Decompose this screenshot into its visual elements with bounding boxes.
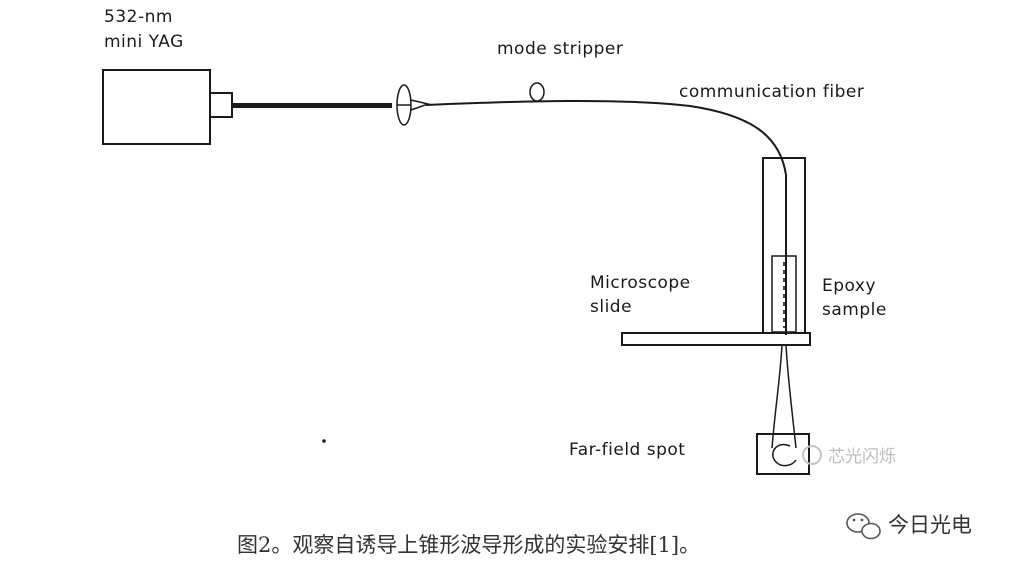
stray-dot: [322, 439, 326, 443]
far-field-screen: [756, 433, 810, 475]
lens-focus-cone: [410, 99, 431, 111]
laser-output-port: [209, 92, 233, 118]
label-epoxy-line1: Epoxy: [822, 276, 876, 296]
label-far-field: Far-field spot: [569, 440, 685, 460]
label-microscope-line1: Microscope: [590, 273, 691, 293]
laser-beam: [232, 103, 392, 108]
label-epoxy-line2: sample: [822, 300, 887, 320]
far-field-spot-mark: [772, 443, 797, 467]
label-mode-stripper: mode stripper: [497, 39, 623, 59]
figure-caption: 图2。观察自诱导上锥形波导形成的实验安排[1]。: [237, 533, 700, 557]
fiber-holder: [762, 157, 806, 334]
laser-box: [102, 69, 211, 145]
microscope-slide: [621, 332, 811, 346]
watermark-logo-icon: [802, 445, 822, 465]
wechat-icon: [846, 513, 881, 540]
watermark-image-text: 芯光闪烁: [828, 447, 896, 467]
label-microscope-line2: slide: [590, 297, 632, 317]
output-beam-left: [771, 344, 783, 449]
brand-watermark-text: 今日光电: [888, 513, 972, 537]
label-laser-line1: 532-nm: [104, 7, 173, 27]
communication-fiber-line: [425, 99, 787, 335]
watermark-image-mark: 芯光闪烁: [802, 445, 896, 467]
label-laser-line2: mini YAG: [104, 32, 184, 52]
mode-stripper-loop: [529, 82, 545, 102]
label-communication-fiber: communication fiber: [679, 82, 864, 102]
brand-watermark: 今日光电: [846, 513, 972, 540]
output-beam-right: [785, 344, 797, 449]
